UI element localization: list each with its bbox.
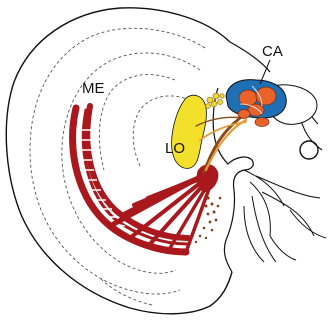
label-medulla: ME [82,80,105,97]
dashed-boundaries [30,28,205,305]
brain-outline [6,8,232,314]
foramen-circle [300,141,318,159]
medulla-fibers [73,106,188,252]
label-calyx: CA [262,43,283,60]
label-lobula: LO [165,140,185,157]
lobula [172,95,207,168]
nerve-fibers-right [244,170,326,262]
